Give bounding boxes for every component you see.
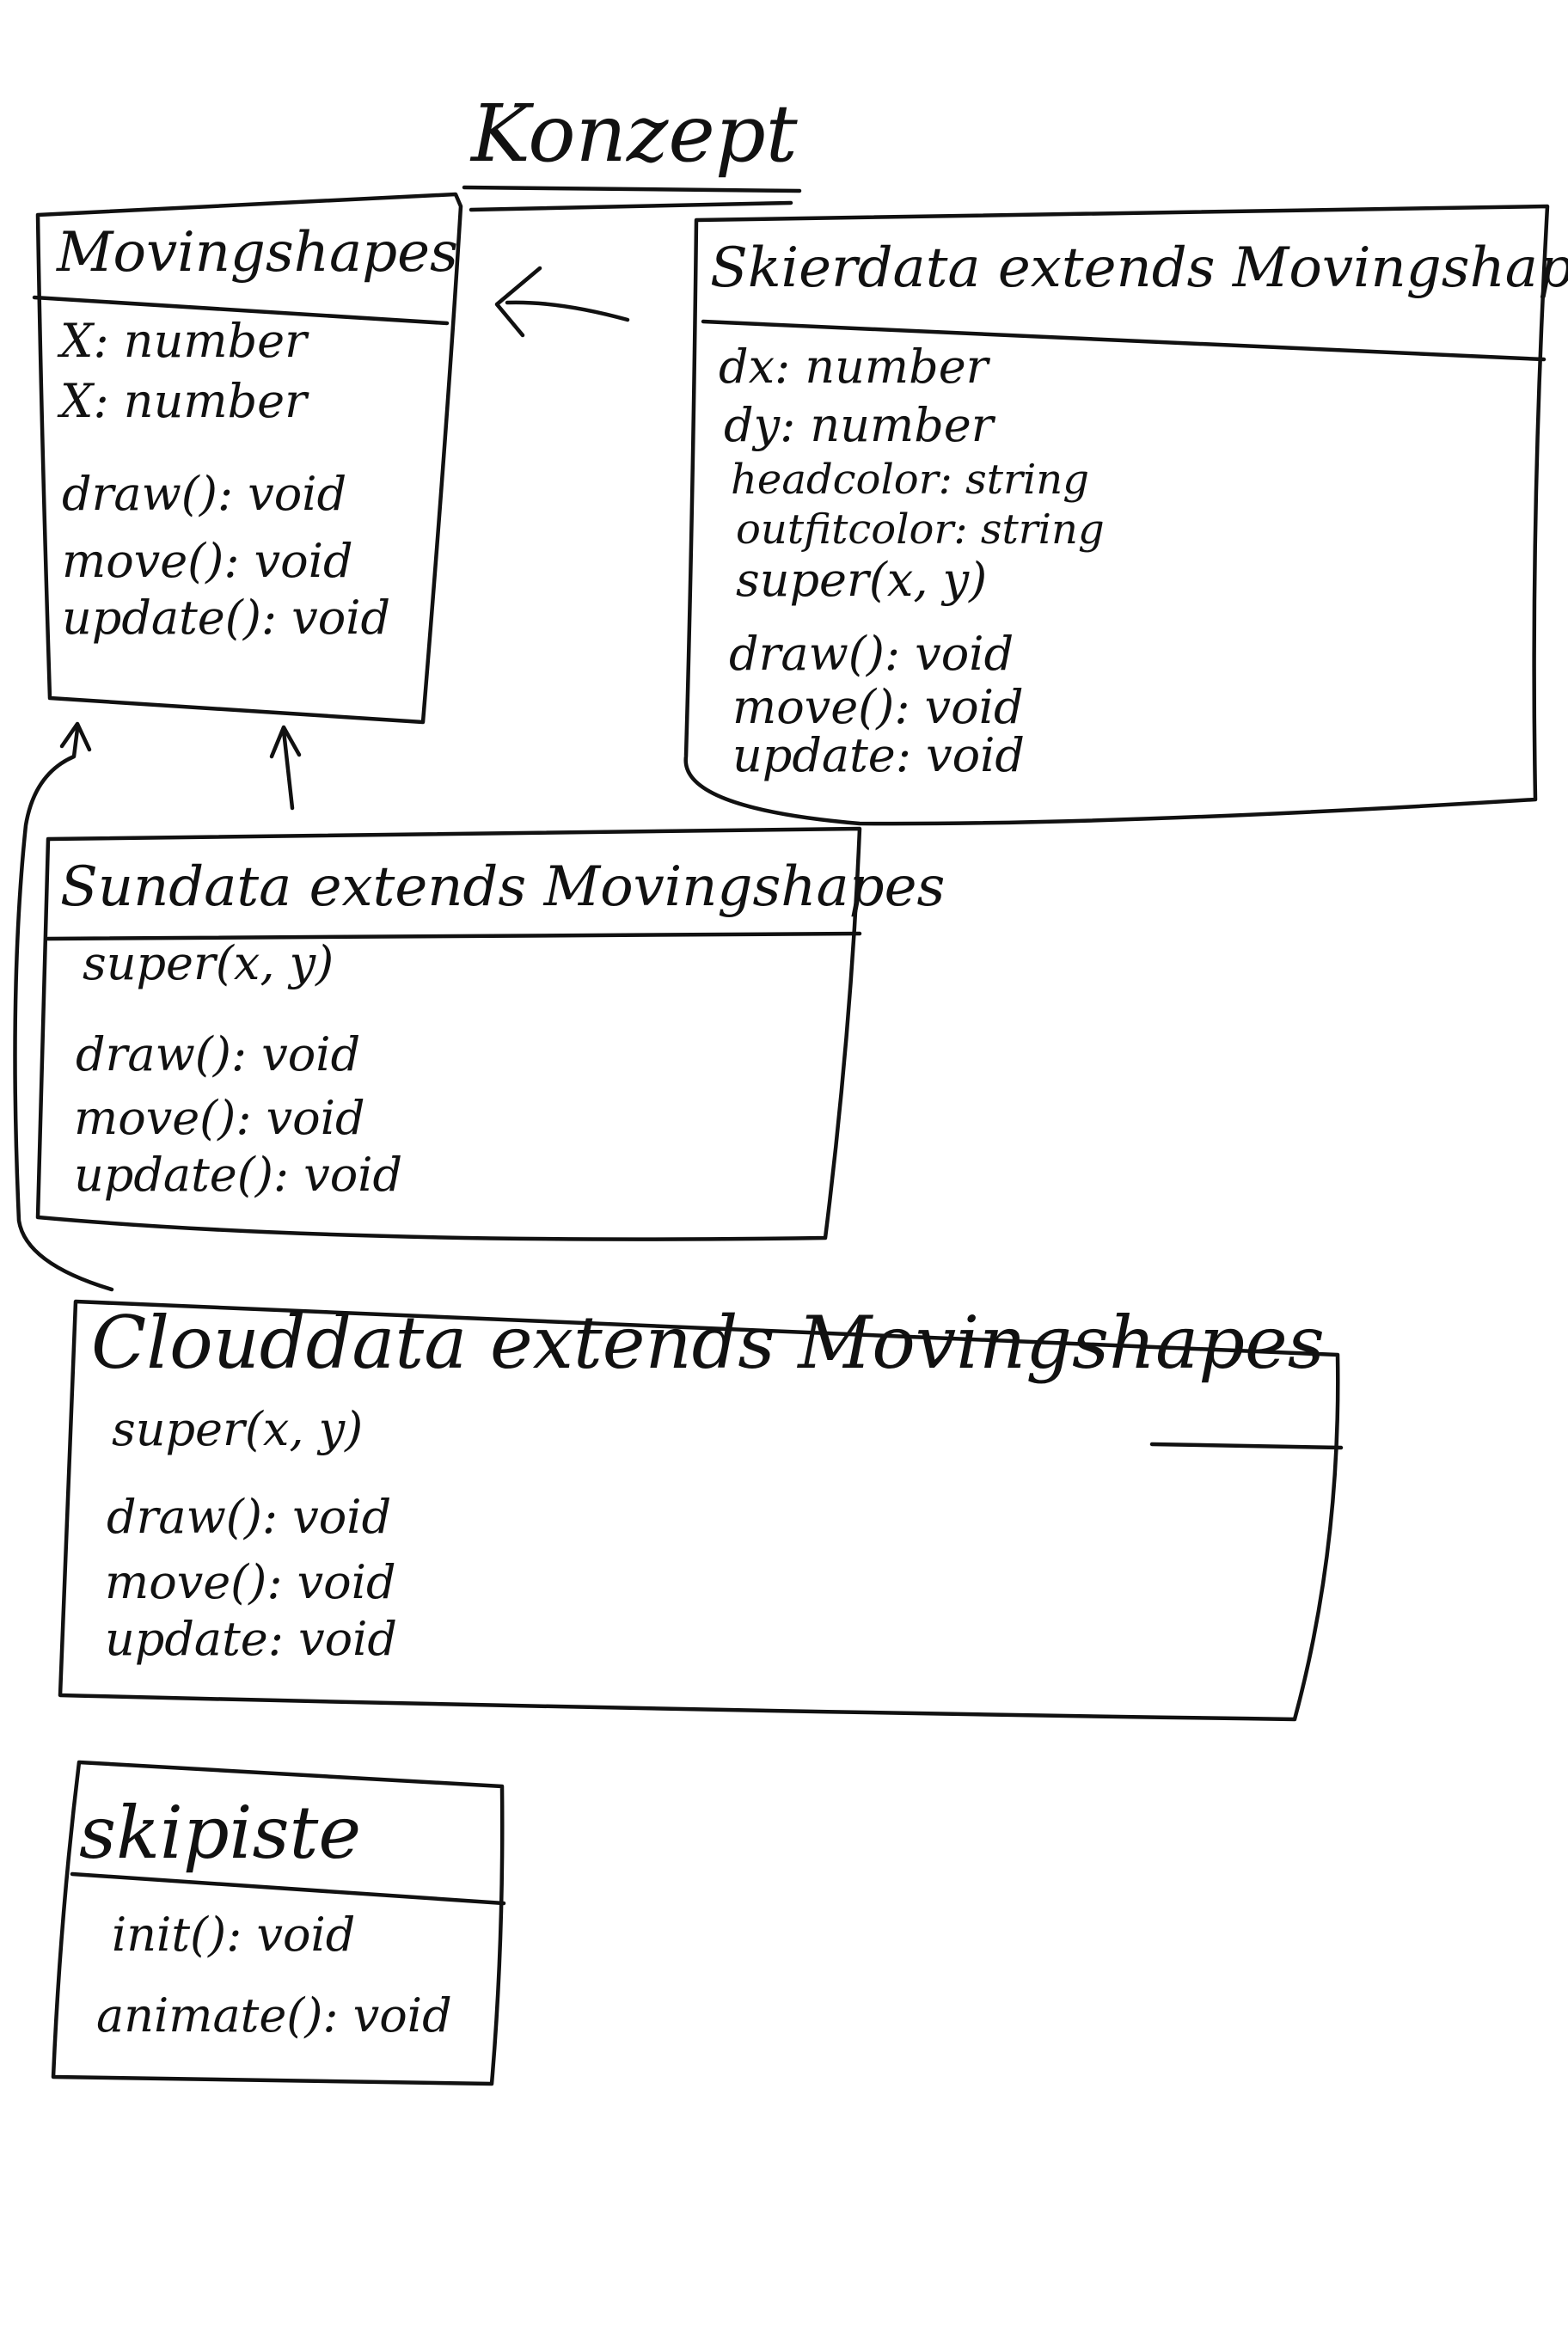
inherit-arrow-clouddata [13,726,114,1292]
movingshapes-member: draw(): void [62,467,347,521]
clouddata-box [58,1299,1340,1722]
clouddata-member: draw(): void [107,1490,392,1544]
sundata-member: update(): void [74,1148,403,1202]
clouddata-member: update: void [105,1612,397,1666]
title-underline-2 [469,200,793,212]
inherit-arrowhead-clouddata [59,721,92,752]
clouddata-member: super(x, y) [112,1402,364,1456]
skipiste-class-name: skipiste [79,1791,362,1875]
clouddata-class-name: Clouddata extends Movingshapes [91,1301,1325,1385]
movingshapes-member: move(): void [62,534,353,588]
inherit-arrowhead-sundata [269,725,302,759]
inherit-arrowhead-skierdata [494,266,542,338]
sundata-box [35,826,862,1241]
skipiste-divider [70,1871,506,1906]
sundata-member: draw(): void [76,1027,361,1081]
skipiste-box [51,1760,505,2086]
skierdata-box [683,204,1550,826]
skierdata-member: dx: number [719,340,989,394]
title-underline [462,185,802,193]
movingshapes-member: X: number [60,314,307,368]
sundata-member: move(): void [74,1091,365,1145]
clouddata-member: move(): void [105,1555,396,1609]
skierdata-member: headcolor: string [731,456,1089,504]
sundata-member: super(x, y) [83,936,334,990]
skipiste-member: init(): void [112,1908,356,1962]
inherit-arrow-skierdata [505,300,630,322]
clouddata-divider [1149,1442,1344,1450]
page-title: Konzept [471,88,798,180]
skierdata-member: move(): void [732,680,1024,734]
skipiste-member: animate(): void [96,1988,452,2043]
movingshapes-member: X: number [60,374,307,428]
skierdata-member: dy: number [724,398,994,452]
skierdata-member: outfitcolor: string [736,505,1105,554]
sundata-divider [46,931,862,941]
movingshapes-divider [32,295,450,326]
movingshapes-box [35,192,463,725]
skierdata-member: update: void [732,728,1025,782]
skierdata-divider [701,319,1547,362]
movingshapes-class-name: Movingshapes [57,221,458,285]
movingshapes-member: update(): void [62,591,391,645]
skierdata-class-name: Skierdata extends Movingshapes [710,236,1568,300]
skierdata-member: draw(): void [729,627,1014,681]
sundata-class-name: Sundata extends Movingshapes [60,855,946,919]
skierdata-member: super(x, y) [736,553,988,607]
inherit-arrow-sundata [281,728,295,811]
